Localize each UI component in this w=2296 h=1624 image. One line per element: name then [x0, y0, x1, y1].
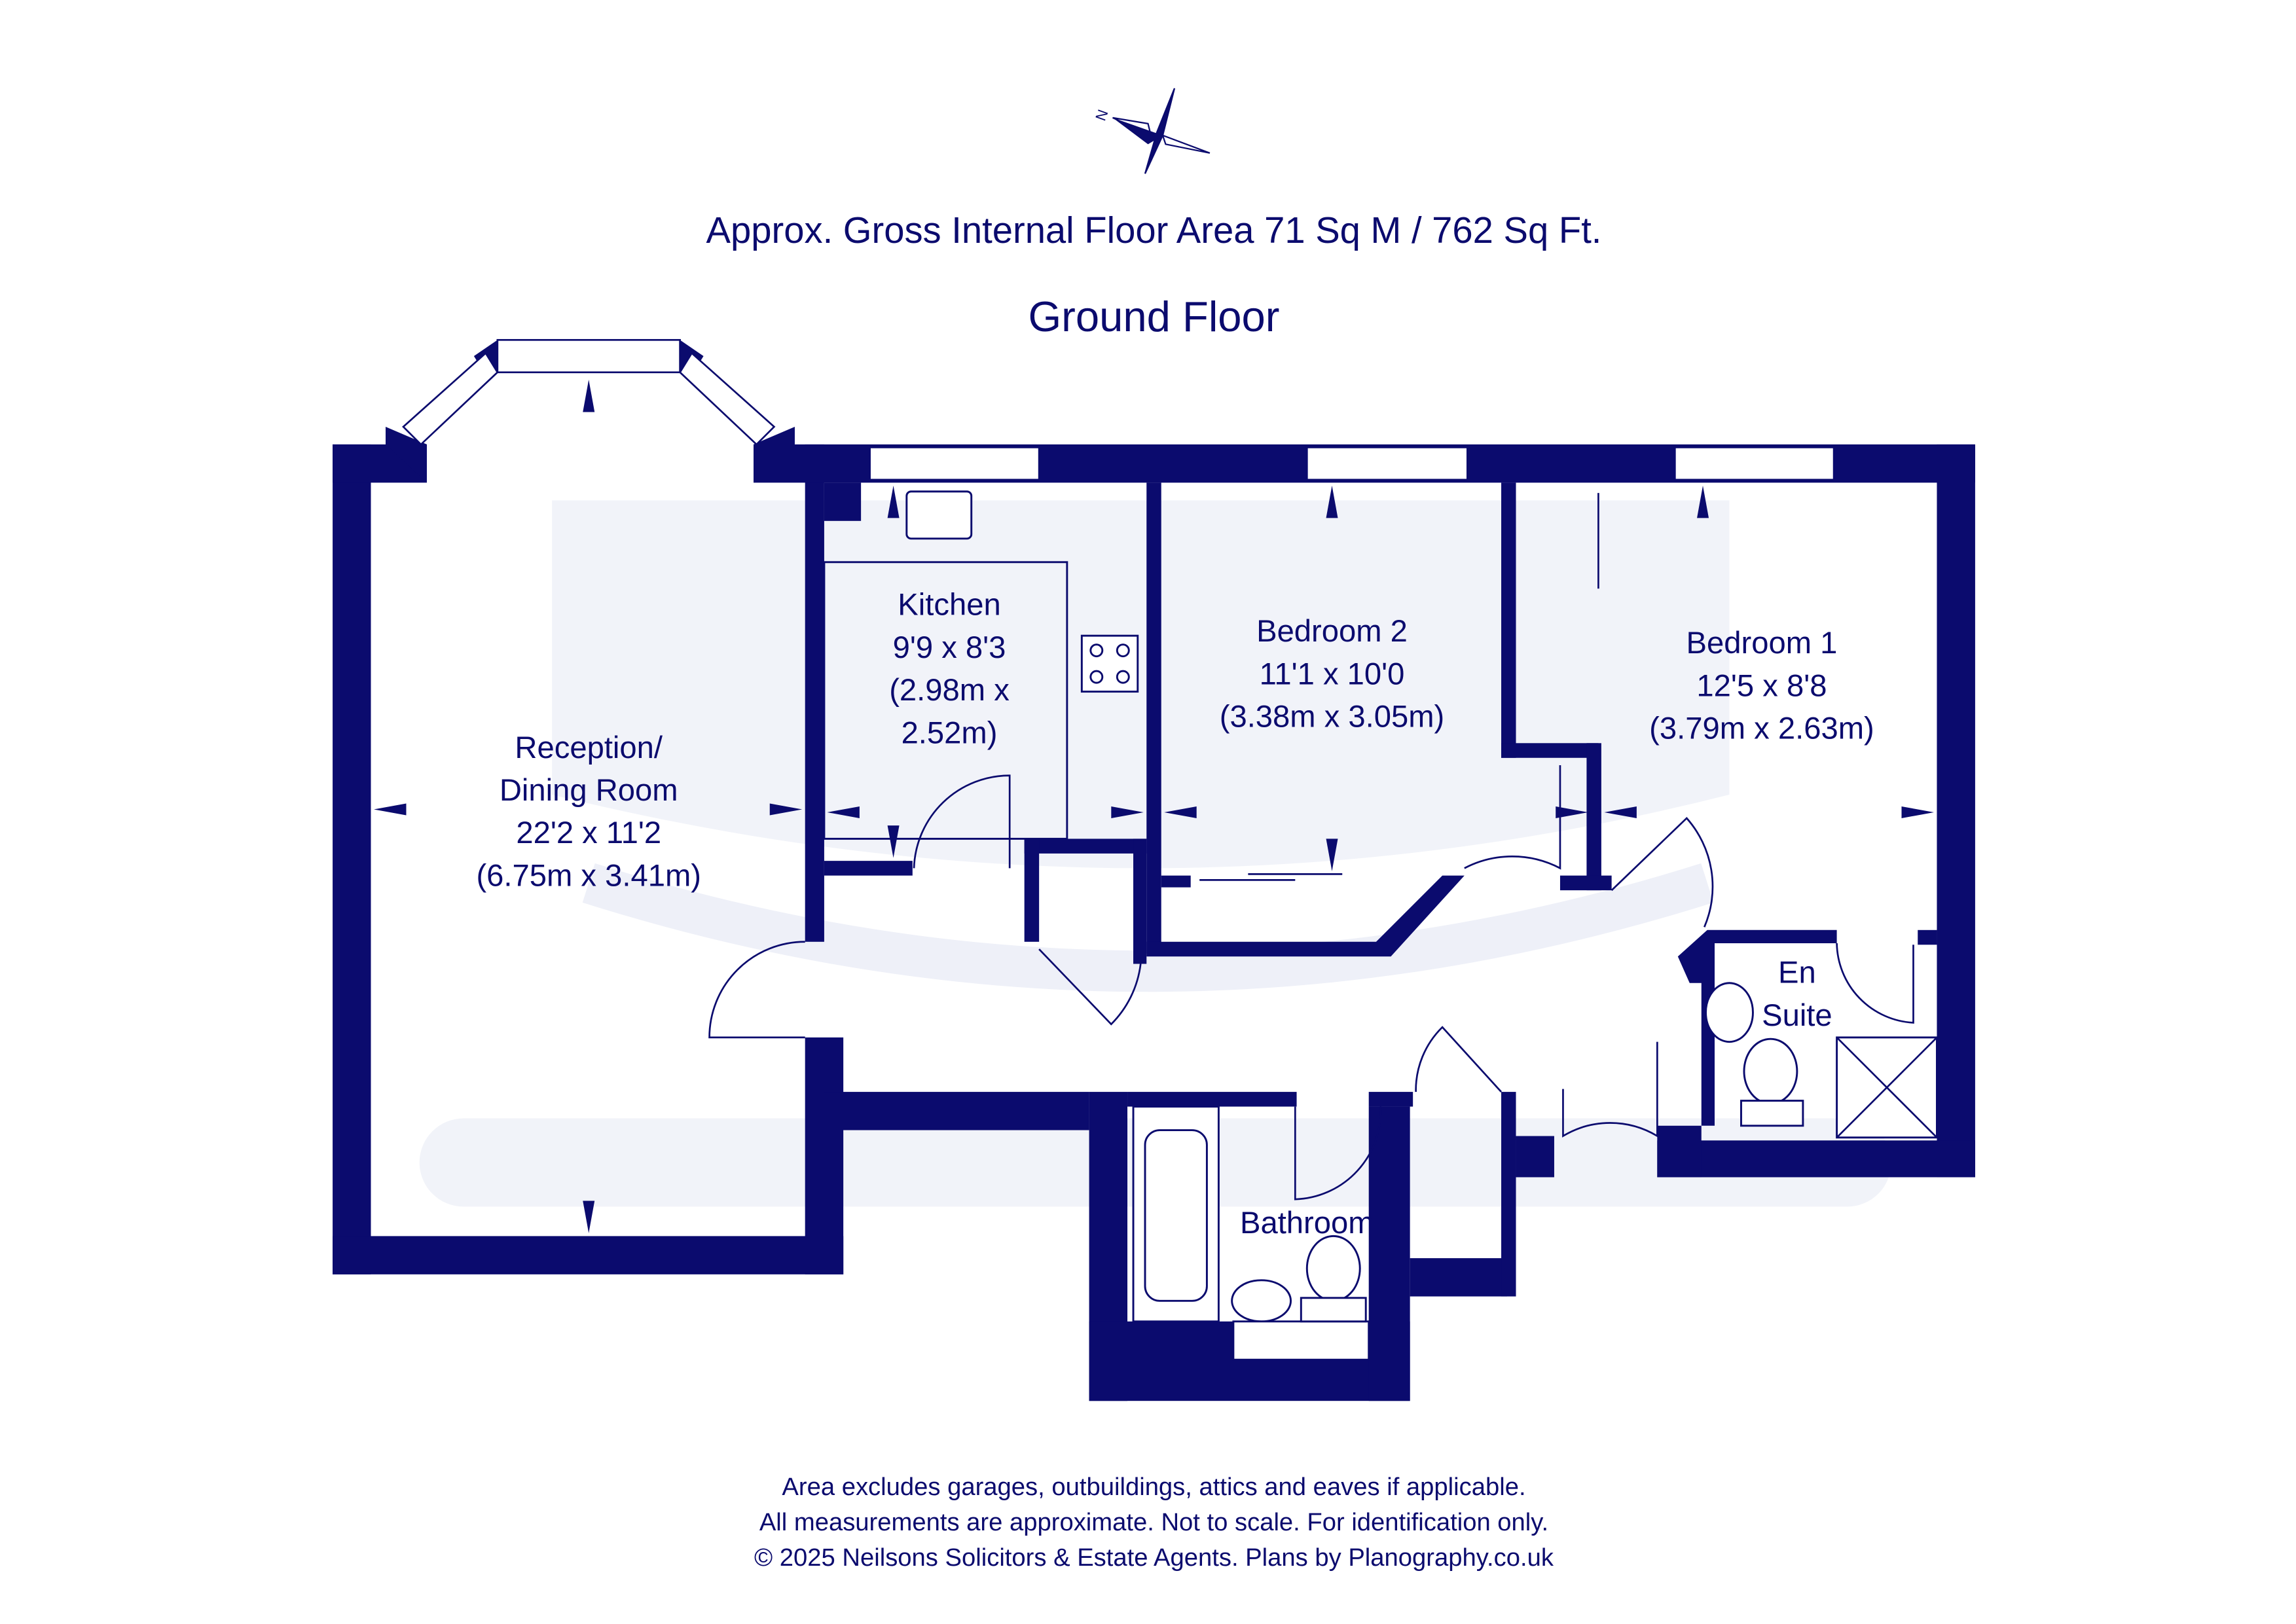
room-dimensions-metric: (2.98m x — [889, 673, 1010, 708]
room-dimensions-imperial: 9'9 x 8'3 — [893, 630, 1006, 665]
room-reception: Reception/ Dining Room 22'2 x 11'2 (6.75… — [476, 731, 701, 893]
room-name: Bathroom — [1240, 1206, 1374, 1240]
doors — [708, 493, 1914, 1200]
room-dimensions-metric: (3.38m x 3.05m) — [1220, 700, 1445, 734]
room-dimensions-imperial: 11'1 x 10'0 — [1260, 657, 1405, 691]
ensuite-basin-icon — [1705, 982, 1754, 1043]
windows — [402, 338, 1835, 481]
footer-line: All measurements are approximate. Not to… — [759, 1508, 1548, 1536]
room-name: Dining Room — [500, 773, 678, 808]
room-name: Kitchen — [898, 588, 1000, 623]
dimension-arrows — [374, 380, 1934, 1233]
shower-icon — [1836, 1036, 1938, 1139]
compass-north-label: N — [1092, 107, 1111, 123]
room-name: En — [1778, 956, 1816, 990]
room-bedroom-1: Bedroom 1 12'5 x 8'8 (3.79m x 2.63m) — [1649, 626, 1874, 746]
room-dimensions-metric: (3.79m x 2.63m) — [1649, 712, 1874, 746]
room-dimensions-imperial: 12'5 x 8'8 — [1696, 668, 1827, 703]
floor-title: Ground Floor — [1028, 293, 1279, 340]
room-dimensions-metric: 2.52m) — [902, 715, 998, 750]
basin-icon — [1231, 1279, 1292, 1323]
room-name: Bedroom 2 — [1256, 614, 1408, 649]
room-name: Bedroom 1 — [1686, 626, 1838, 660]
room-bedroom-2: Bedroom 2 11'1 x 10'0 (3.38m x 3.05m) — [1220, 614, 1445, 734]
room-name: Reception/ — [515, 731, 663, 765]
room-bathroom: Bathroom — [1240, 1206, 1374, 1240]
compass-icon: N — [1092, 88, 1211, 174]
floor-area-title: Approx. Gross Internal Floor Area 71 Sq … — [706, 209, 1602, 251]
footer-notes: Area excludes garages, outbuildings, att… — [754, 1473, 1554, 1572]
sink-icon — [905, 490, 973, 540]
room-kitchen: Kitchen 9'9 x 8'3 (2.98m x 2.52m) — [889, 588, 1010, 751]
toilet-icon — [1305, 1235, 1361, 1302]
ensuite-toilet-icon — [1743, 1038, 1798, 1105]
room-en-suite: En Suite — [1762, 956, 1832, 1033]
footer-copyright: © 2025 Neilsons Solicitors & Estate Agen… — [754, 1543, 1554, 1572]
watermark-logo — [419, 500, 1891, 1207]
fixtures — [823, 490, 1938, 1361]
room-dimensions-imperial: 22'2 x 11'2 — [516, 816, 661, 850]
room-name: Suite — [1762, 998, 1832, 1033]
footer-line: Area excludes garages, outbuildings, att… — [782, 1473, 1525, 1501]
room-dimensions-metric: (6.75m x 3.41m) — [476, 858, 701, 893]
hob-icon — [1080, 634, 1139, 693]
